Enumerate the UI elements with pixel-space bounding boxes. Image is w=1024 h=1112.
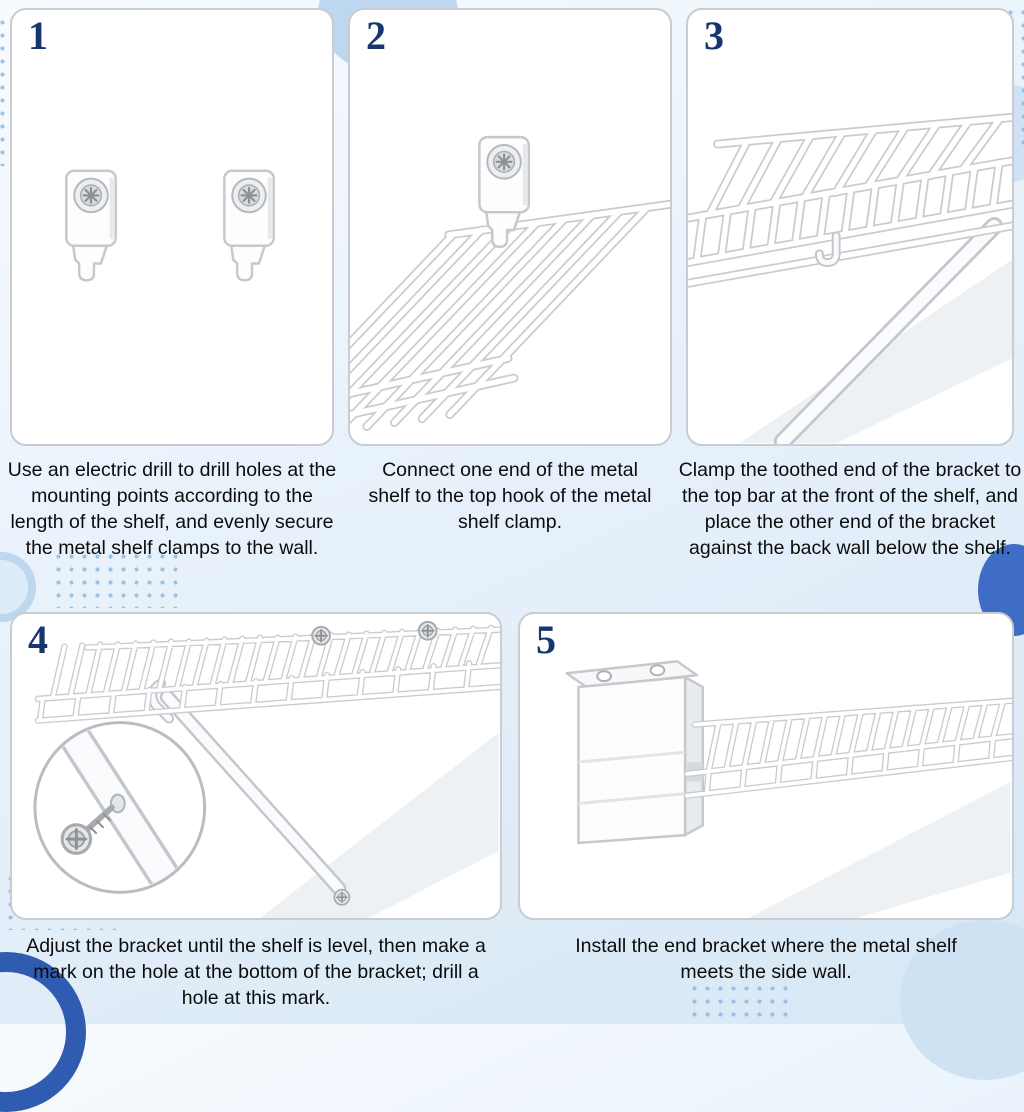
step-1-number: 1 [28,13,48,58]
zoom-screw-threads [89,813,111,835]
step-1-caption: Use an electric drill to drill holes at … [7,459,337,559]
dot-grid-decoration-mid-left [52,550,184,608]
step-5-caption: Install the end bracket where the metal … [575,935,957,983]
step-2-illustration-shelf-into-clamp [350,135,670,444]
shelf-wires-outline [687,701,1011,796]
step-5-panel: 5 [518,612,1014,920]
shelf-screw-right [417,620,438,641]
bracket-foot-screw [333,888,351,906]
step-5-illustration-end-bracket [565,660,1012,918]
shelf-screw-left [311,625,332,646]
magnified-bracket-end-detail [62,730,163,874]
step-3-number: 3 [704,13,724,58]
step-1-panel: 1 [10,8,334,446]
end-bracket-channel-lines [578,750,686,805]
step-4-illustration-level-bracket [33,620,500,918]
step-3-caption: Clamp the toothed end of the bracket to … [678,459,1022,559]
step-2-number: 2 [366,13,386,58]
flange-screw-hole-right [649,664,666,677]
step-3-panel: 3 [686,8,1014,446]
end-bracket-side-face [683,675,705,838]
step-1-illustration-wall-clamps [64,168,276,283]
step-4-number: 4 [28,617,48,662]
zoom-screw-head [60,823,93,855]
step-2-caption: Connect one end of the metal shelf to th… [368,459,652,533]
dot-grid-decoration-bottom-center [688,982,792,1024]
wall-clamp-left [64,168,118,283]
step-3-illustration-bracket-on-front-bar [688,10,1012,444]
wall-clamp-right [222,168,276,283]
end-bracket [565,660,705,845]
step-4-caption: Adjust the bracket until the shelf is le… [26,935,486,1009]
step-5-number: 5 [536,617,556,662]
shelf-shadow [259,732,499,918]
shelf-shadow [748,781,1011,918]
step-2-panel: 2 [348,8,672,446]
step-4-panel: 4 [10,612,502,920]
zoom-screw-shaft [81,804,115,836]
flange-screw-hole-left [596,670,613,683]
